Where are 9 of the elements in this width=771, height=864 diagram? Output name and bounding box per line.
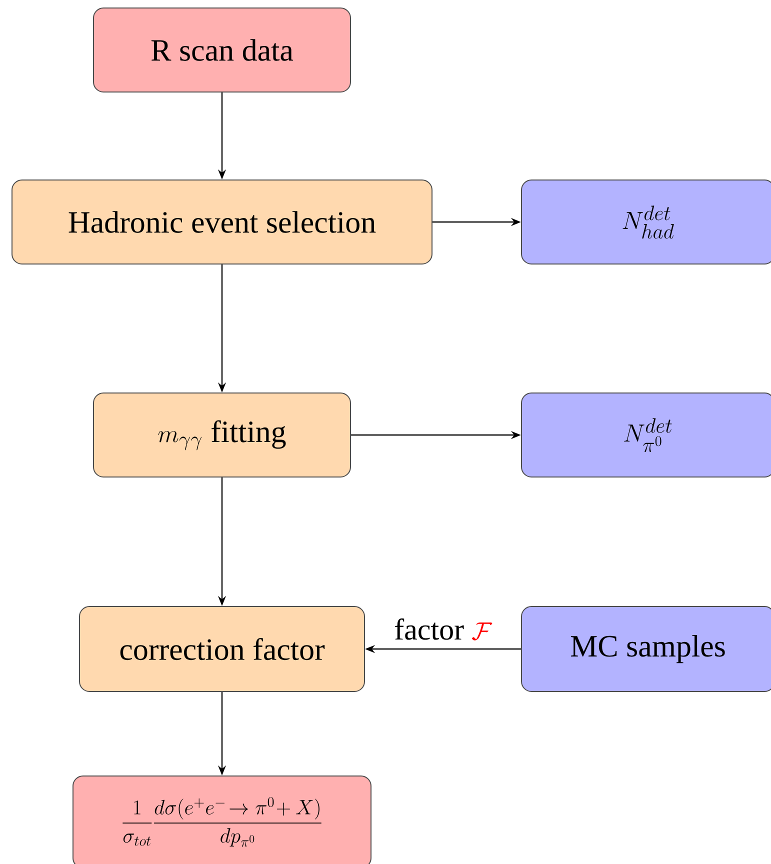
output-box: MC samples [521,606,771,692]
process-box: $m_{\gamma\gamma}\text{ fitting}$ [93,392,351,478]
process-box: Hadronic event selection [12,180,432,264]
output-box: $N^{det}_{\pi^0}$ [521,392,771,478]
output-box: $N^{det}_{had}$ [521,180,771,264]
edge-label: $\text{factor }{\color{red}\mathcal{F}}$ [395,618,492,640]
result-box: $\frac{1}{\sigma_{tot}}\frac{d\sigma(e^+e^-\!\to\pi^0\!+X)}{dp_{\pi^0}}$ [72,776,372,864]
process-box: correction factor [79,606,365,692]
result-box: R scan data [93,8,351,92]
